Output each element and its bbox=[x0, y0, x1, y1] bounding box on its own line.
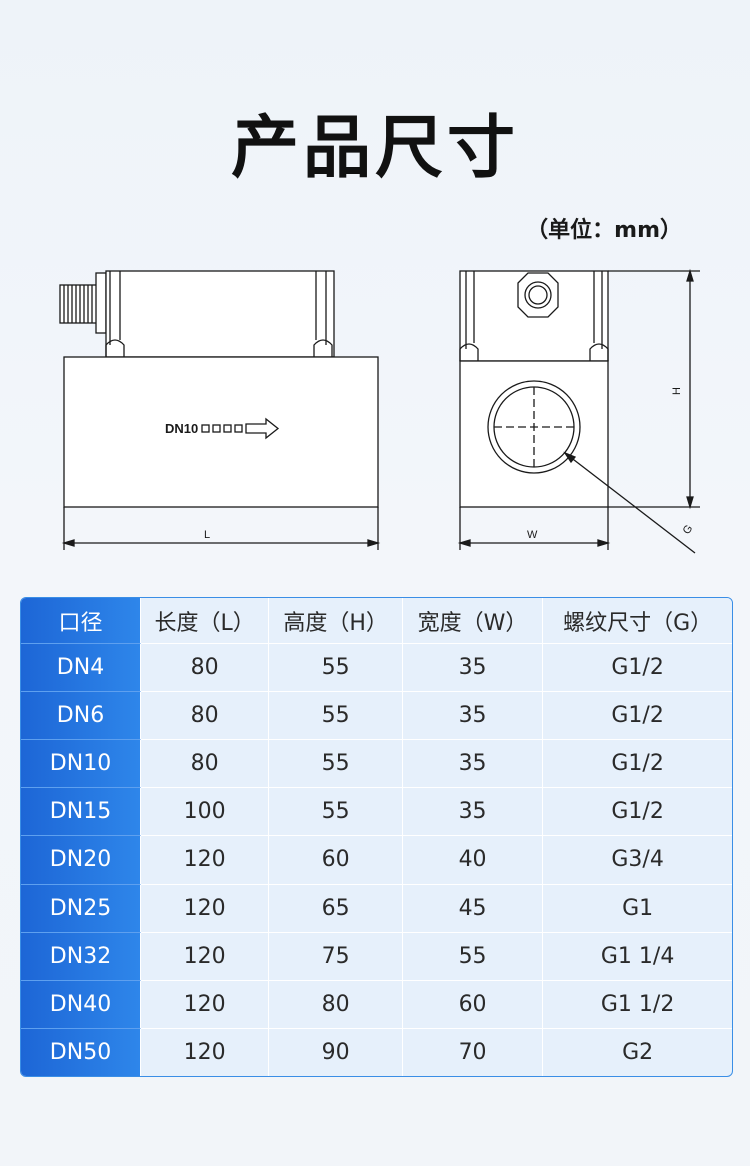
row-height: 55 bbox=[269, 692, 403, 741]
unit-note: （单位：mm） bbox=[526, 218, 682, 243]
row-height: 75 bbox=[269, 932, 403, 981]
table-row: DN50 120 90 70 G2 bbox=[21, 1028, 732, 1076]
row-caliber: DN50 bbox=[21, 1028, 141, 1076]
row-height: 65 bbox=[269, 884, 403, 933]
table-header-row: 口径 长度（L） 高度（H） 宽度（W） 螺纹尺寸（G） bbox=[21, 598, 732, 644]
row-width: 70 bbox=[403, 1028, 544, 1076]
row-width: 40 bbox=[402, 836, 544, 885]
row-width: 35 bbox=[402, 644, 544, 693]
flow-label: DN10 bbox=[165, 421, 198, 436]
dim-thread-label: G bbox=[681, 523, 696, 537]
row-thread: G1 1/4 bbox=[543, 933, 732, 981]
row-thread: G1 1/2 bbox=[543, 981, 732, 1029]
row-width: 35 bbox=[402, 692, 544, 741]
table-row: DN25 120 65 45 G1 bbox=[21, 884, 732, 933]
row-height: 55 bbox=[269, 740, 403, 789]
table-row: DN32 120 75 55 G1 1/4 bbox=[21, 932, 732, 981]
row-height: 90 bbox=[269, 1028, 403, 1076]
row-length: 120 bbox=[141, 1028, 270, 1076]
header-thread: 螺纹尺寸（G） bbox=[543, 598, 732, 644]
row-thread: G2 bbox=[622, 1039, 654, 1065]
row-caliber: DN4 bbox=[21, 644, 141, 693]
row-caliber: DN32 bbox=[21, 932, 141, 981]
dim-length-label: L bbox=[204, 529, 210, 541]
row-caliber: DN15 bbox=[21, 788, 141, 837]
table-row: DN20 120 60 40 G3/4 bbox=[21, 836, 732, 885]
row-height: 80 bbox=[269, 980, 403, 1029]
row-length: 120 bbox=[141, 932, 270, 981]
dimension-drawing: DN10 L H W G bbox=[20, 245, 735, 575]
header-width: 宽度（W） bbox=[402, 598, 544, 644]
row-caliber: DN20 bbox=[21, 836, 141, 885]
row-thread: G3/4 bbox=[543, 836, 732, 885]
row-caliber: DN25 bbox=[21, 884, 141, 933]
row-height: 55 bbox=[269, 644, 403, 693]
spec-table: 口径 长度（L） 高度（H） 宽度（W） 螺纹尺寸（G） DN4 80 55 3… bbox=[20, 597, 733, 1077]
row-height: 60 bbox=[269, 836, 403, 885]
row-length: 80 bbox=[141, 692, 270, 741]
row-length: 120 bbox=[141, 836, 270, 885]
header-height: 高度（H） bbox=[269, 598, 403, 644]
page-title: 产品尺寸 bbox=[230, 109, 519, 188]
dimension-drawing-svg: DN10 L H W G bbox=[59, 268, 700, 554]
row-thread: G1/2 bbox=[543, 644, 732, 693]
row-caliber: DN10 bbox=[21, 740, 141, 789]
row-length: 80 bbox=[141, 644, 270, 693]
connector-icon bbox=[59, 272, 107, 334]
row-width: 35 bbox=[402, 740, 544, 789]
row-thread: G1/2 bbox=[543, 740, 732, 789]
table-row: DN40 120 80 60 G1 1/2 bbox=[21, 980, 732, 1029]
table-row: DN6 80 55 35 G1/2 bbox=[21, 692, 732, 741]
row-width: 35 bbox=[402, 788, 544, 837]
row-height: 55 bbox=[269, 788, 403, 837]
row-length: 80 bbox=[141, 740, 270, 789]
row-thread: G1/2 bbox=[543, 788, 732, 837]
row-length: 100 bbox=[141, 788, 270, 837]
row-width: 45 bbox=[402, 884, 544, 933]
table-row: DN4 80 55 35 G1/2 bbox=[21, 644, 732, 693]
hex-nut-icon bbox=[517, 272, 559, 318]
table-row: DN15 100 55 35 G1/2 bbox=[21, 788, 732, 837]
table-row: DN10 80 55 35 G1/2 bbox=[21, 740, 732, 789]
header-length: 长度（L） bbox=[141, 598, 270, 644]
row-width: 60 bbox=[402, 980, 544, 1029]
row-caliber: DN40 bbox=[21, 980, 141, 1029]
dim-height-label: H bbox=[671, 387, 683, 395]
row-length: 120 bbox=[141, 980, 270, 1029]
row-thread: G1/2 bbox=[543, 692, 732, 741]
row-caliber: DN6 bbox=[21, 692, 141, 741]
row-length: 120 bbox=[141, 884, 270, 933]
dim-width-label: W bbox=[527, 529, 538, 541]
row-width: 55 bbox=[402, 932, 544, 981]
header-caliber: 口径 bbox=[21, 598, 141, 644]
row-thread: G1 bbox=[543, 885, 732, 933]
